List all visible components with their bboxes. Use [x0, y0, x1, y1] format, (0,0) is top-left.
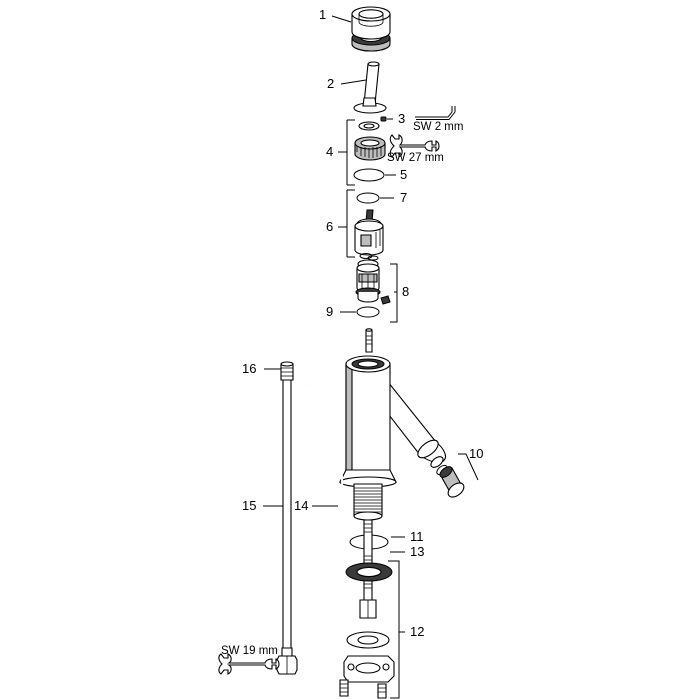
- part-13-gasket: [345, 562, 393, 582]
- part-9-o-ring: [356, 306, 380, 318]
- part-4-nut: [354, 121, 386, 161]
- leader-lines: [263, 15, 479, 699]
- callout-7: 7: [400, 190, 408, 205]
- part-8-insert: [355, 259, 391, 305]
- part-7-o-ring: [356, 192, 380, 204]
- callout-12: 12: [410, 624, 425, 639]
- wrench-size-label: SW 27 mm: [387, 152, 444, 164]
- part-12-mounting-set: [339, 631, 395, 699]
- part-15-hose: [276, 361, 298, 675]
- hex-key-size-label: SW 2 mm: [413, 121, 464, 133]
- callout-10: 10: [469, 446, 484, 461]
- callout-3: 3: [398, 111, 406, 126]
- callout-15: 15: [242, 498, 257, 513]
- callout-14: 14: [294, 498, 309, 513]
- wrench-icon: [389, 134, 440, 158]
- callout-16: 16: [242, 361, 257, 376]
- callout-8: 8: [402, 284, 410, 299]
- callout-13: 13: [410, 544, 425, 559]
- hose-wrench-size-label: SW 19 mm: [221, 645, 278, 657]
- callout-2: 2: [327, 76, 335, 91]
- callout-1: 1: [319, 7, 327, 22]
- callout-11: 11: [410, 529, 424, 544]
- part-1-cap: [351, 6, 391, 52]
- connector-pin: [365, 328, 373, 353]
- callout-5: 5: [400, 167, 408, 182]
- part-3-set-screw: [380, 116, 387, 122]
- part-6-cartridge: [354, 209, 384, 256]
- hex-key-icon: [415, 106, 456, 120]
- faucet-body: [339, 355, 447, 521]
- part-14-rod: [305, 383, 344, 646]
- part-5-o-ring: [353, 168, 385, 182]
- part-2-lever: [353, 61, 387, 114]
- callout-9: 9: [326, 304, 334, 319]
- callout-4: 4: [326, 144, 334, 159]
- callout-6: 6: [326, 219, 334, 234]
- wrench-icon-hose: [218, 653, 280, 675]
- part-10-aerator: [430, 456, 465, 498]
